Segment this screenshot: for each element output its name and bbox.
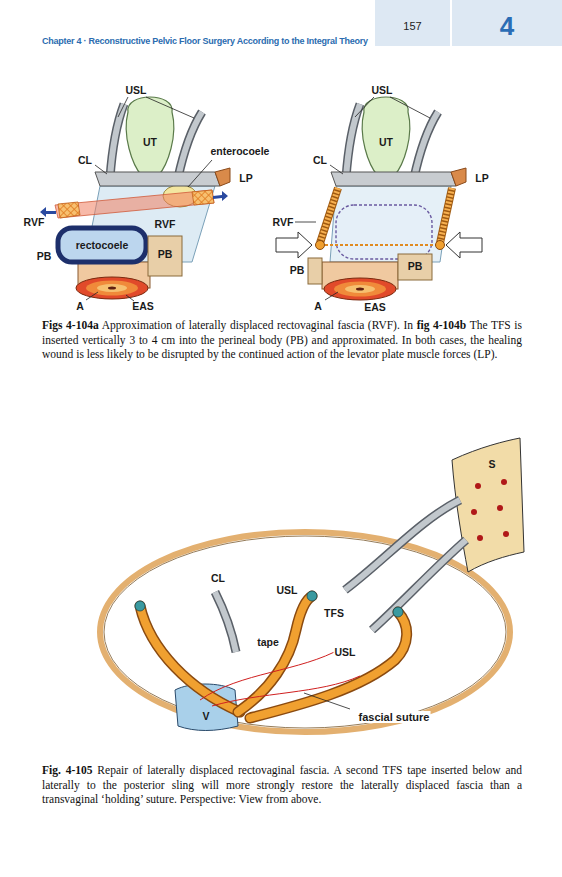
figure-caption: Figs 4-104a Approximation of laterally d… bbox=[42, 318, 522, 362]
figure-a bbox=[40, 97, 230, 301]
part-label: LP bbox=[238, 172, 253, 184]
part-label: TFS bbox=[323, 607, 345, 619]
part-label: fascial suture bbox=[358, 711, 431, 723]
part-label: RVF bbox=[154, 218, 177, 230]
part-label: PB bbox=[36, 250, 53, 262]
part-label: EAS bbox=[131, 300, 155, 312]
figure-105 bbox=[100, 438, 524, 732]
part-label: LP bbox=[474, 172, 489, 184]
part-label: EAS bbox=[363, 301, 387, 313]
part-label: tape bbox=[256, 636, 280, 648]
part-label: PB bbox=[407, 260, 424, 272]
part-label: USL bbox=[125, 84, 148, 96]
part-label: RVF bbox=[272, 216, 295, 228]
part-label: A bbox=[75, 300, 85, 312]
part-label: V bbox=[201, 710, 210, 722]
caption-text: Approximation of laterally displaced rec… bbox=[102, 319, 413, 331]
part-label: RVF bbox=[23, 216, 46, 228]
part-label: UT bbox=[142, 136, 158, 148]
part-label: USL bbox=[371, 84, 394, 96]
part-label: UT bbox=[378, 136, 394, 148]
part-label: A bbox=[313, 300, 323, 312]
page-number: 157 bbox=[403, 14, 421, 32]
part-label: enterocoele bbox=[210, 145, 271, 157]
part-label: PB bbox=[157, 248, 174, 260]
figure-number: fig 4-104b bbox=[417, 319, 467, 331]
page-tab: 4 bbox=[452, 0, 562, 46]
running-head: Chapter 4 · Reconstructive Pelvic Floor … bbox=[42, 36, 368, 46]
figure-number: Fig. 4-105 bbox=[42, 764, 93, 776]
part-label: CL bbox=[77, 154, 93, 166]
page-tab: 157 bbox=[375, 0, 450, 46]
part-label: USL bbox=[276, 584, 299, 596]
part-label: USL bbox=[334, 646, 357, 658]
part-label: rectocoele bbox=[75, 239, 130, 251]
figure-number: Figs 4-104a bbox=[42, 319, 99, 331]
caption-text: Repair of laterally displaced rectovagin… bbox=[42, 764, 522, 805]
page-number: 4 bbox=[500, 5, 514, 42]
figure-caption: Fig. 4-105 Repair of laterally displaced… bbox=[42, 763, 522, 807]
part-label: S bbox=[487, 458, 496, 470]
part-label: PB bbox=[289, 264, 306, 276]
part-label: CL bbox=[312, 154, 328, 166]
figure-b bbox=[276, 97, 482, 300]
part-label: CL bbox=[210, 572, 226, 584]
